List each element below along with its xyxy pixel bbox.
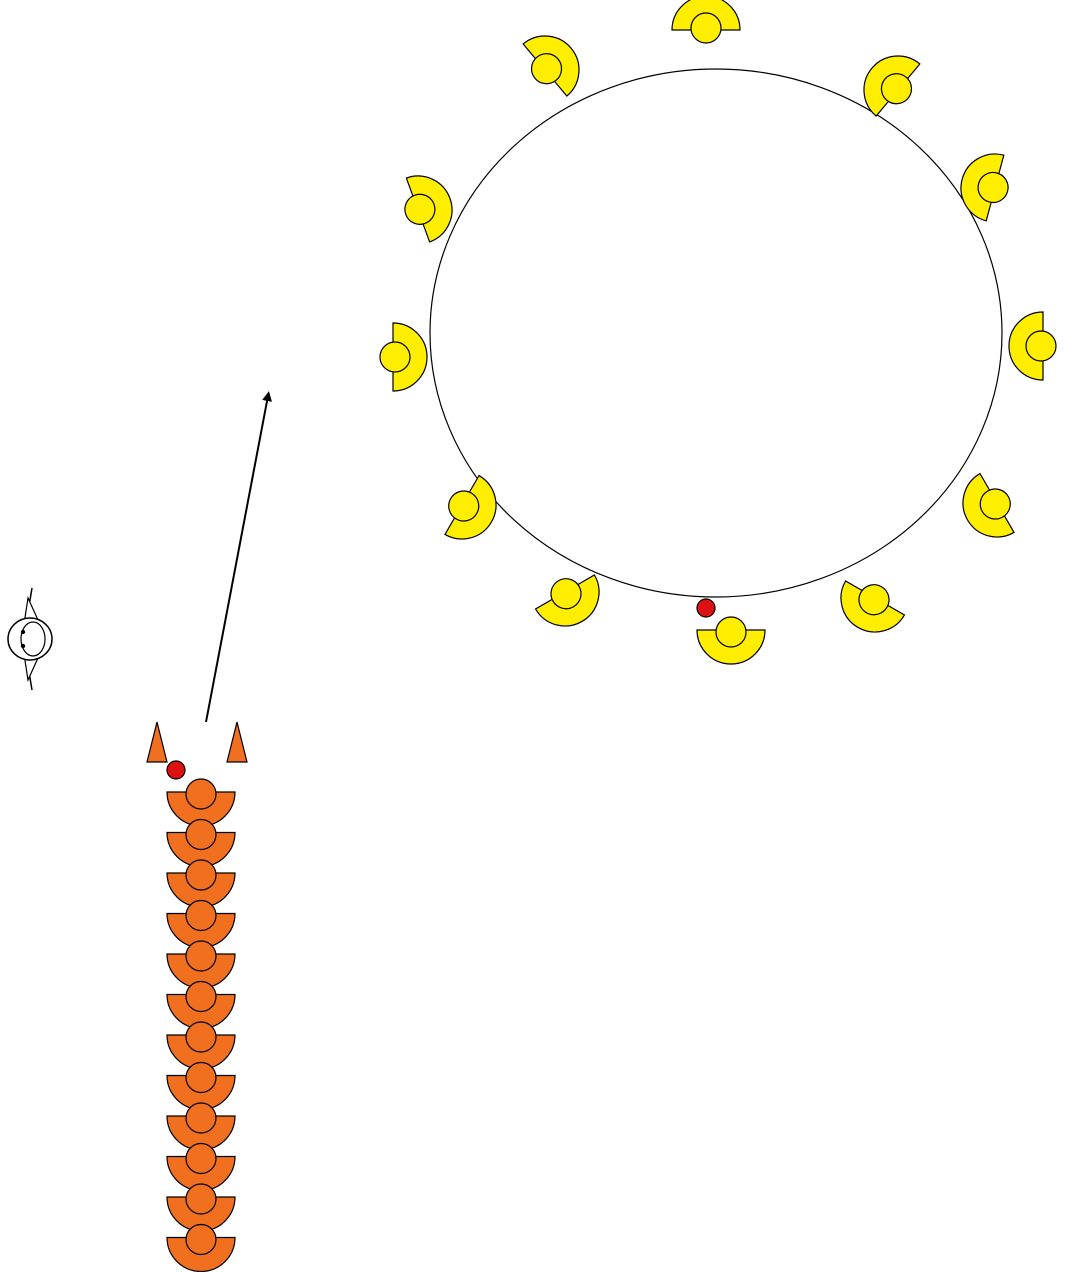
yellow-figure [951,467,1026,549]
yellow-figure [697,617,765,664]
yellow-figure [380,323,427,391]
yellow-figure [529,564,611,639]
yellow-figure [434,469,509,551]
left-cone [147,722,167,762]
circle-formation [380,0,1056,664]
yellow-figure [953,146,1016,224]
circle-marker [697,599,715,617]
formation-circle [430,69,1002,597]
column-marker [167,761,185,779]
yellow-figure [513,22,593,104]
yellow-figure [672,0,740,43]
saucer-face-icon [8,588,52,690]
yellow-figure [1009,312,1056,380]
right-cone [227,722,247,762]
movement-arrow [206,396,268,722]
yellow-figure [394,166,461,246]
yellow-figures [380,0,1056,664]
orange-figures [167,779,235,1272]
yellow-figure [850,42,930,124]
orange-figure [167,1225,235,1272]
column-formation [147,722,247,1272]
yellow-figure [829,570,911,645]
